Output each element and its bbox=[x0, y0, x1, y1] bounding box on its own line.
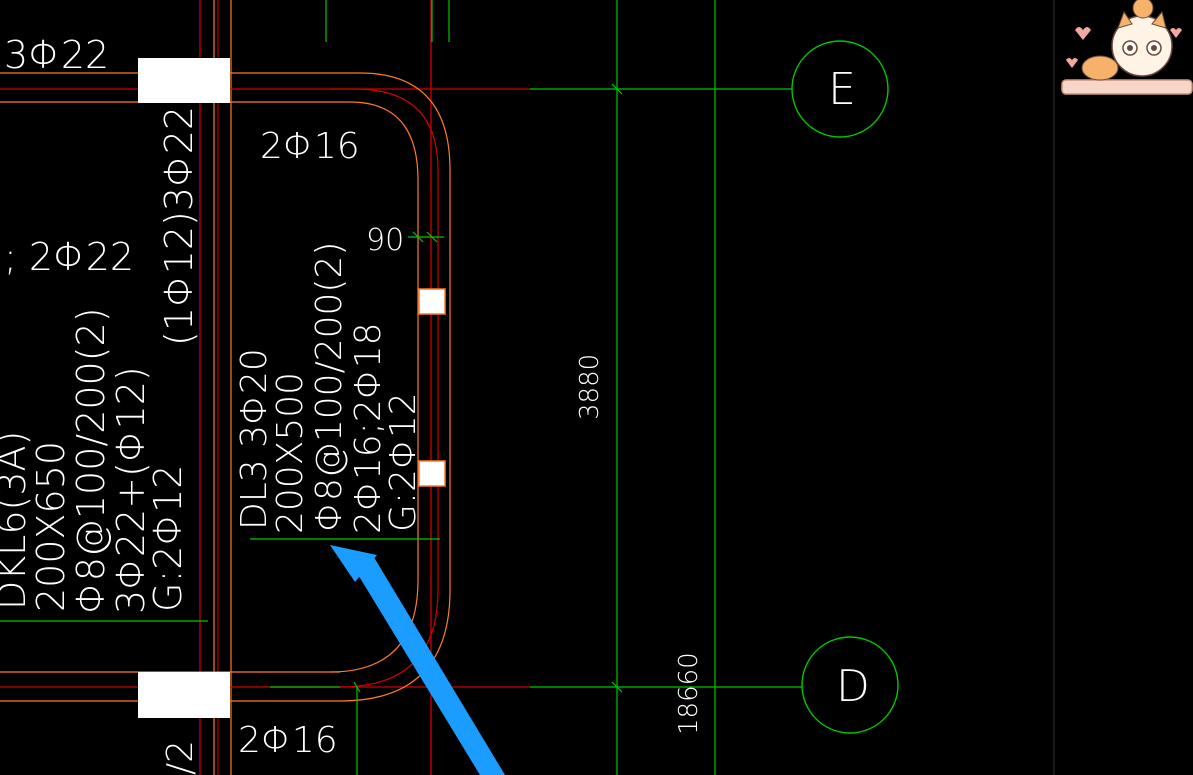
cat-hamster-sticker bbox=[1061, 0, 1193, 95]
column-block bbox=[418, 288, 446, 315]
dkl6-size: 200X650 bbox=[29, 441, 73, 612]
column-block bbox=[138, 58, 230, 103]
dl3-size: 200X500 bbox=[270, 372, 311, 534]
dl3-rebar: 2Φ16;2Φ18 bbox=[348, 323, 389, 535]
dimension-18660: 18660 bbox=[674, 652, 704, 735]
dimension-3880: 3880 bbox=[575, 354, 605, 420]
dkl6-name: DKL6(3A) bbox=[0, 431, 34, 610]
dkl6-side-rebar: G:2Φ12 bbox=[146, 465, 190, 612]
annotation-3phi22: 3Φ22 bbox=[4, 33, 109, 77]
column-blocks bbox=[138, 58, 446, 718]
axis-label-d: D bbox=[836, 661, 870, 712]
axis-label-e: E bbox=[828, 64, 856, 115]
curved-beam-dl3 bbox=[329, 72, 451, 702]
dl3-stirrup: Φ8@100/200(2) bbox=[309, 242, 350, 532]
dl3-side-rebar: G:2Φ12 bbox=[383, 392, 424, 532]
dl3-name: DL3 3Φ20 bbox=[234, 348, 275, 530]
dkl6-stirrup: Φ8@100/200(2) bbox=[69, 307, 113, 614]
annotation-2phi16-top: 2Φ16 bbox=[260, 126, 360, 167]
blue-arrow-icon bbox=[330, 545, 505, 775]
dkl6-rebar: 3Φ22+(Φ12) bbox=[109, 366, 153, 614]
vertical-beam-lines bbox=[199, 0, 232, 775]
annotation-vertical-rebar: (1Φ12)3Φ22 bbox=[157, 106, 201, 346]
axis-marker-e: E bbox=[791, 40, 889, 138]
horizontal-beam-top bbox=[0, 72, 530, 103]
annotation-2phi16-bottom: 2Φ16 bbox=[238, 720, 338, 761]
column-block bbox=[138, 672, 230, 718]
column-block bbox=[418, 460, 446, 487]
axis-marker-d: D bbox=[801, 636, 899, 734]
dkl6-label-block: DKL6(3A) 200X650 Φ8@100/200(2) 3Φ22+(Φ12… bbox=[0, 307, 190, 614]
annotation-2phi22: ; 2Φ22 bbox=[4, 235, 134, 279]
annotation-vertical-bottom: /2 bbox=[160, 740, 201, 775]
green-dimension-lines bbox=[0, 0, 802, 775]
dimension-90: 90 bbox=[366, 223, 404, 258]
dl3-label-block: DL3 3Φ20 200X500 Φ8@100/200(2) 2Φ16;2Φ18… bbox=[234, 242, 424, 534]
